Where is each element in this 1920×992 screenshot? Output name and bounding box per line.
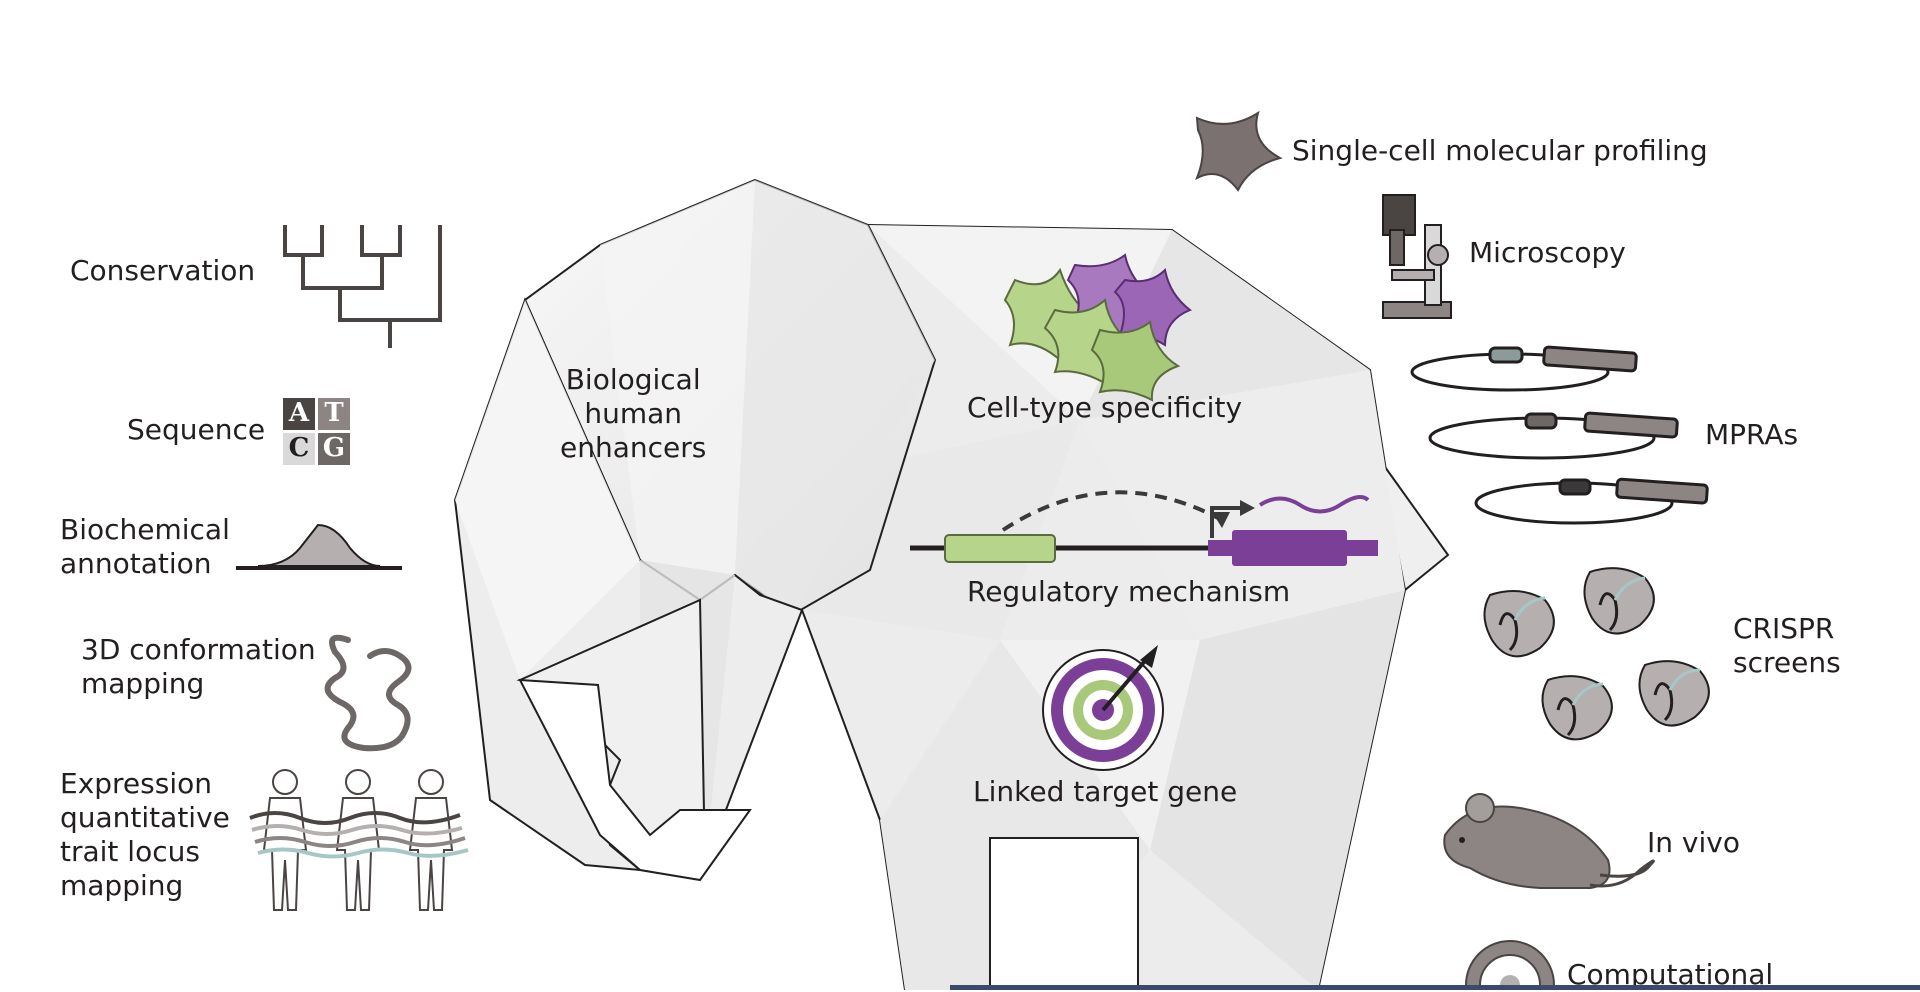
- microscope-icon: [1382, 194, 1452, 319]
- eqtl-label: Expression quantitative trait locus mapp…: [60, 767, 230, 902]
- seq-letter-t: T: [324, 398, 344, 428]
- regulatory-label: Regulatory mechanism: [967, 575, 1291, 608]
- human-figures-icon: [249, 769, 469, 911]
- single-cell-label: Single-cell molecular profiling: [1292, 134, 1708, 167]
- biochemical-label: Biochemical annotation: [60, 513, 230, 580]
- crispr-label: CRISPR screens: [1733, 612, 1841, 679]
- microscopy-label: Microscopy: [1469, 236, 1626, 269]
- plasmid-icons: [1410, 345, 1709, 525]
- conservation-label: Conservation: [70, 254, 256, 287]
- target-gene-label: Linked target gene: [973, 775, 1238, 808]
- gear-icon: [1465, 940, 1555, 990]
- cell-type-label: Cell-type specificity: [967, 391, 1243, 424]
- conformation-label: 3D conformation mapping: [81, 633, 316, 700]
- mouse-icon: [1443, 793, 1655, 889]
- regulatory-diagram: [910, 490, 1378, 566]
- seq-letter-g: G: [322, 433, 346, 463]
- peak-icon: [236, 523, 402, 570]
- chromatin-loop-icon: [324, 634, 412, 752]
- sequence-letters-icon: [283, 398, 350, 465]
- sequence-label: Sequence: [127, 413, 266, 446]
- single-cell-icon: [1195, 110, 1283, 192]
- target-icon: [1042, 645, 1164, 771]
- phylogenetic-tree-icon: [283, 225, 442, 348]
- in-vivo-label: In vivo: [1647, 826, 1740, 859]
- door-opening: [989, 837, 1139, 990]
- elephant-illustration: [453, 178, 1450, 990]
- mpras-label: MPRAs: [1705, 418, 1799, 451]
- cell-cluster-icon: [1003, 253, 1193, 402]
- seq-letter-a: A: [288, 398, 310, 428]
- enhancers-title: Biological human enhancers: [560, 363, 707, 464]
- bottom-border: [950, 985, 1920, 990]
- crispr-cells-icon: [1483, 567, 1710, 741]
- seq-letter-c: C: [288, 433, 310, 463]
